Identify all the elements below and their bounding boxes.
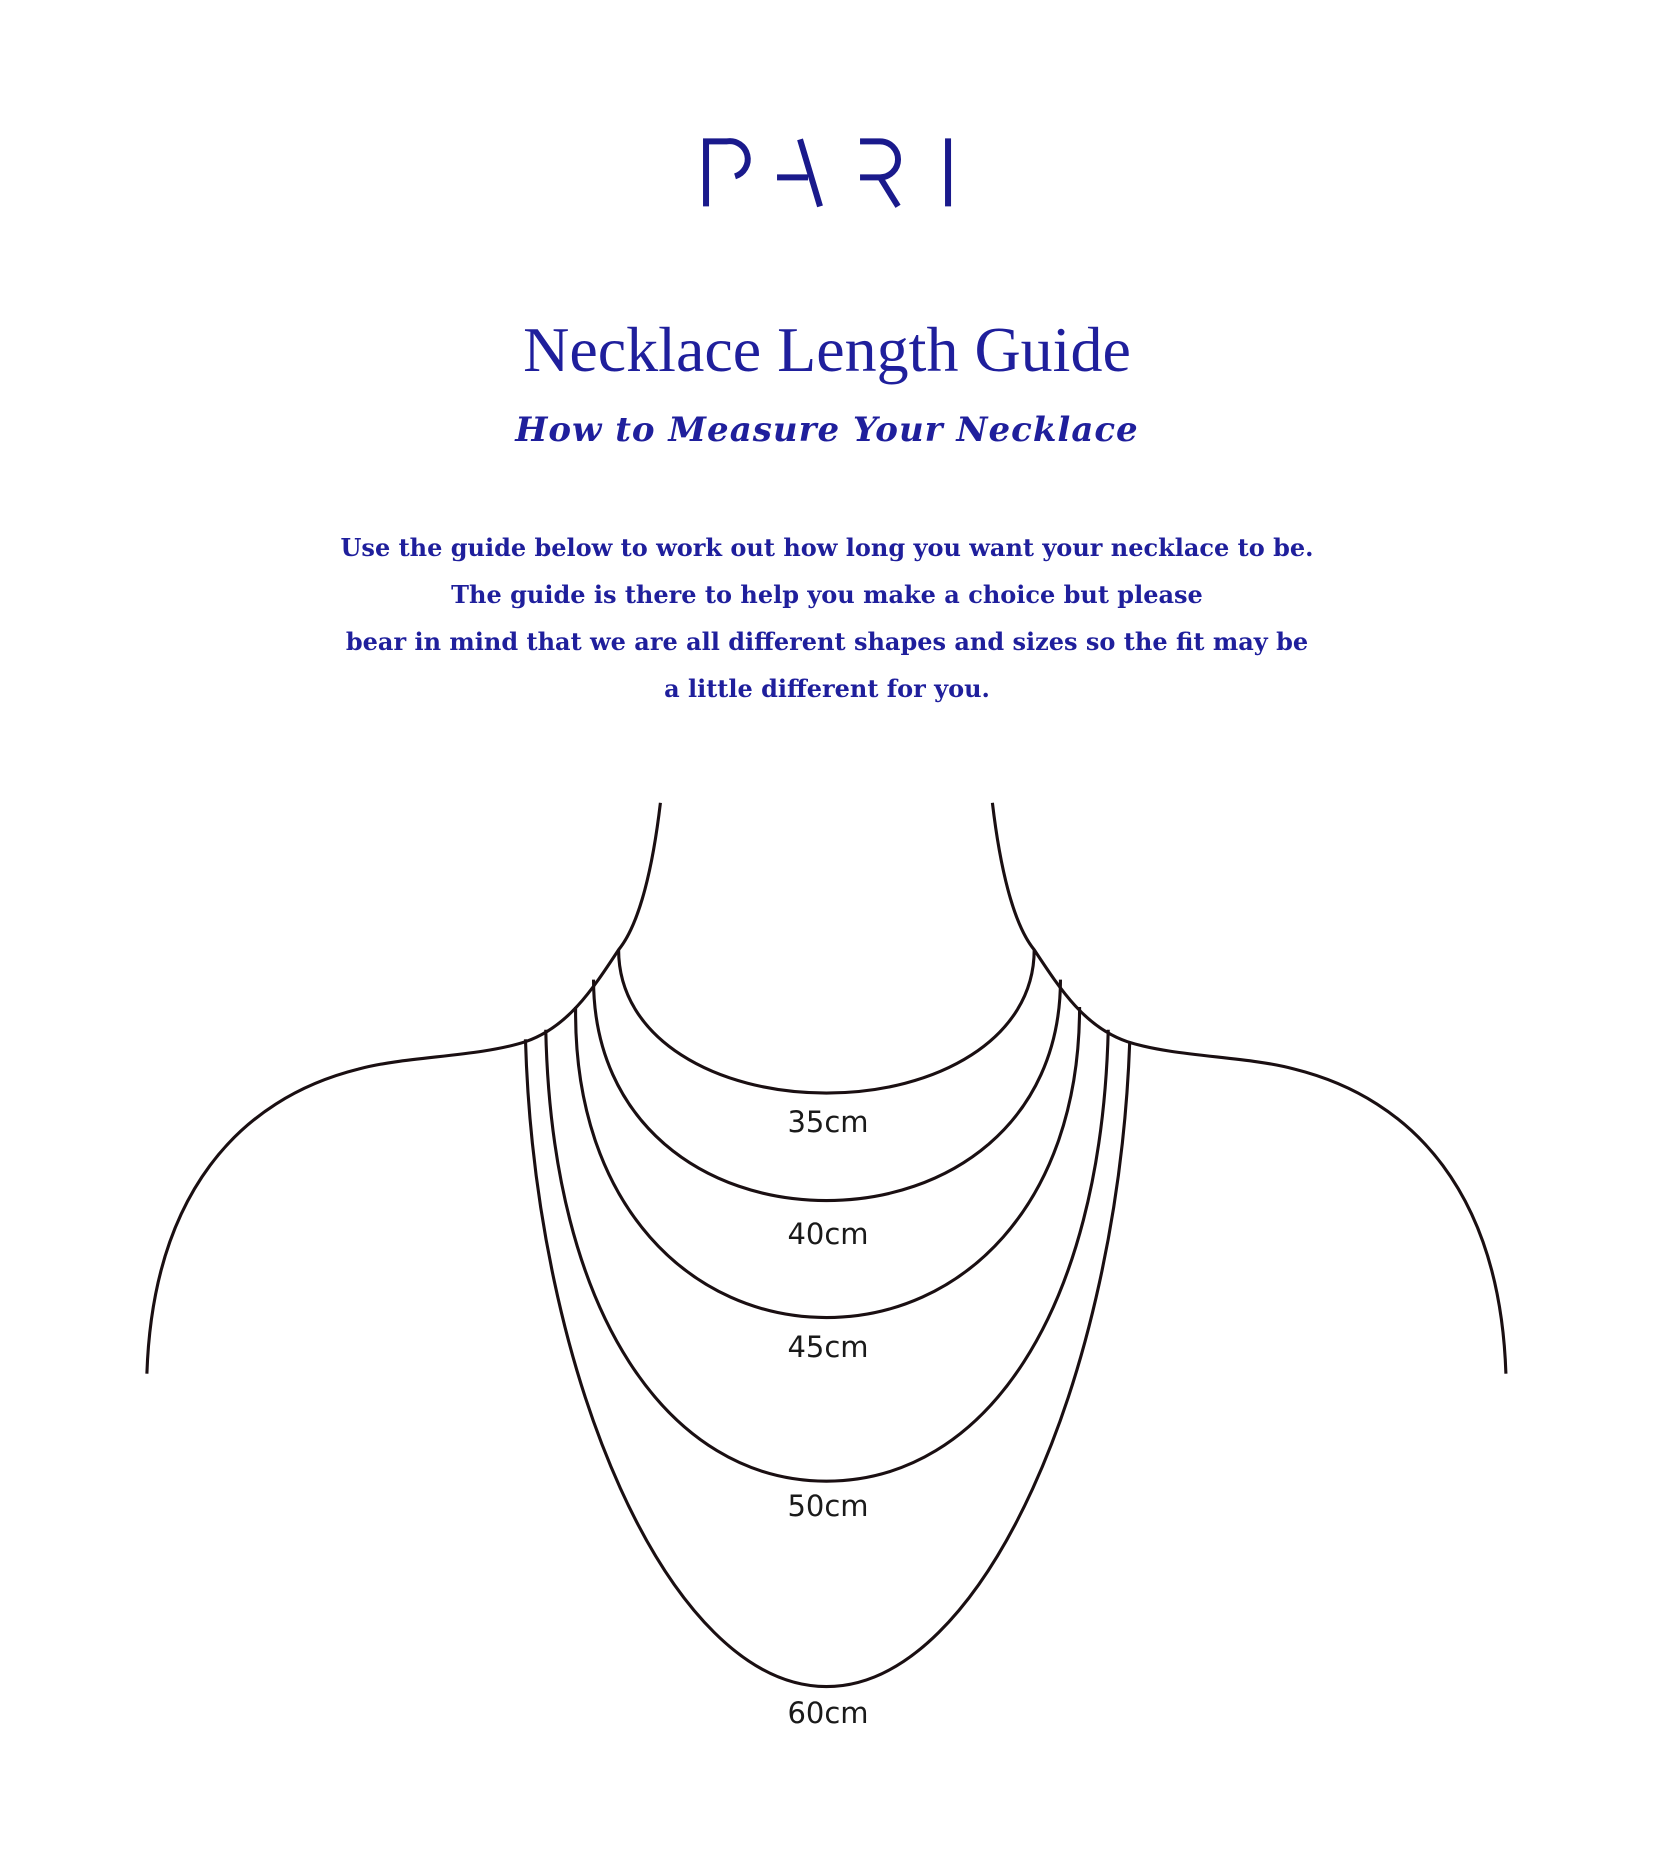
- necklace-60cm: [523, 1039, 1132, 1689]
- logo-letter-r: [860, 138, 902, 208]
- necklace-35cm: [617, 949, 1036, 1095]
- length-label-35cm: 35cm: [787, 1105, 869, 1139]
- intro-line: a little different for you.: [664, 674, 990, 703]
- logo-letter-a: [777, 138, 823, 208]
- necklace-45cm: [574, 1007, 1082, 1320]
- intro-line: bear in mind that we are all different s…: [345, 627, 1309, 656]
- necklace-50cm: [544, 1029, 1110, 1483]
- length-label-60cm: 60cm: [787, 1696, 869, 1730]
- necklace-40cm: [591, 979, 1063, 1203]
- body-outline-right: [990, 802, 1508, 1374]
- intro-line: The guide is there to help you make a ch…: [451, 580, 1203, 609]
- intro-text: Use the guide below to work out how long…: [0, 524, 1654, 712]
- pari-logo: [703, 138, 952, 208]
- length-label-40cm: 40cm: [787, 1217, 869, 1251]
- length-label-50cm: 50cm: [787, 1489, 869, 1523]
- page-title: Necklace Length Guide: [523, 314, 1131, 385]
- page-subtitle: How to Measure Your Necklace: [515, 410, 1139, 450]
- intro-line: Use the guide below to work out how long…: [340, 533, 1314, 562]
- logo-letter-p: [703, 138, 751, 207]
- body-outline-left: [145, 802, 662, 1374]
- length-label-45cm: 45cm: [787, 1330, 869, 1364]
